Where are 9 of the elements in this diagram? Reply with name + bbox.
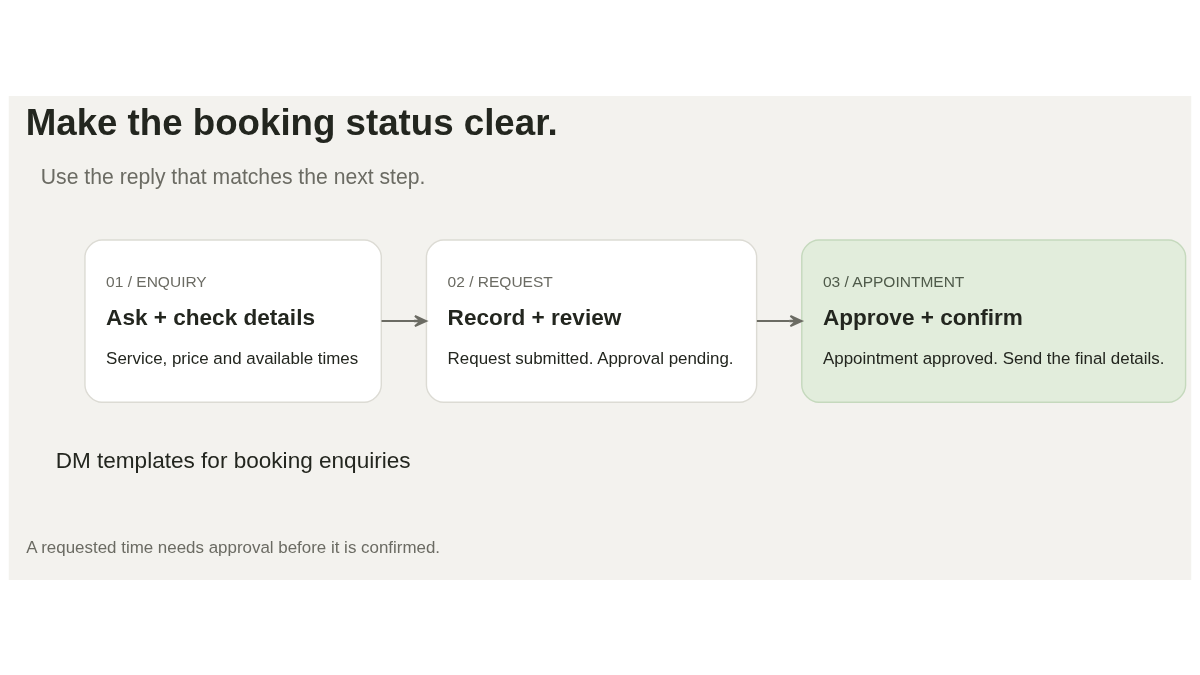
label: Use the reply that matches the next step. bbox=[40, 164, 426, 188]
node-box: 03 / APPOINTMENT Approve + confirm Appointment approved. Send the final details. bbox=[801, 238, 1187, 403]
arrow bbox=[755, 314, 803, 327]
node-box: 01 / ENQUIRY Ask + check details Service, price and available times bbox=[84, 238, 382, 403]
label: A requested time needs approval before it is confirmed. bbox=[26, 537, 441, 557]
diagram-title: Make the booking status clear. bbox=[25, 101, 558, 143]
label: DM templates for booking enquiries bbox=[55, 447, 411, 473]
node-box: 02 / REQUEST Record + review Request submitted. Approval pending. bbox=[425, 238, 758, 403]
arrow bbox=[380, 314, 428, 327]
